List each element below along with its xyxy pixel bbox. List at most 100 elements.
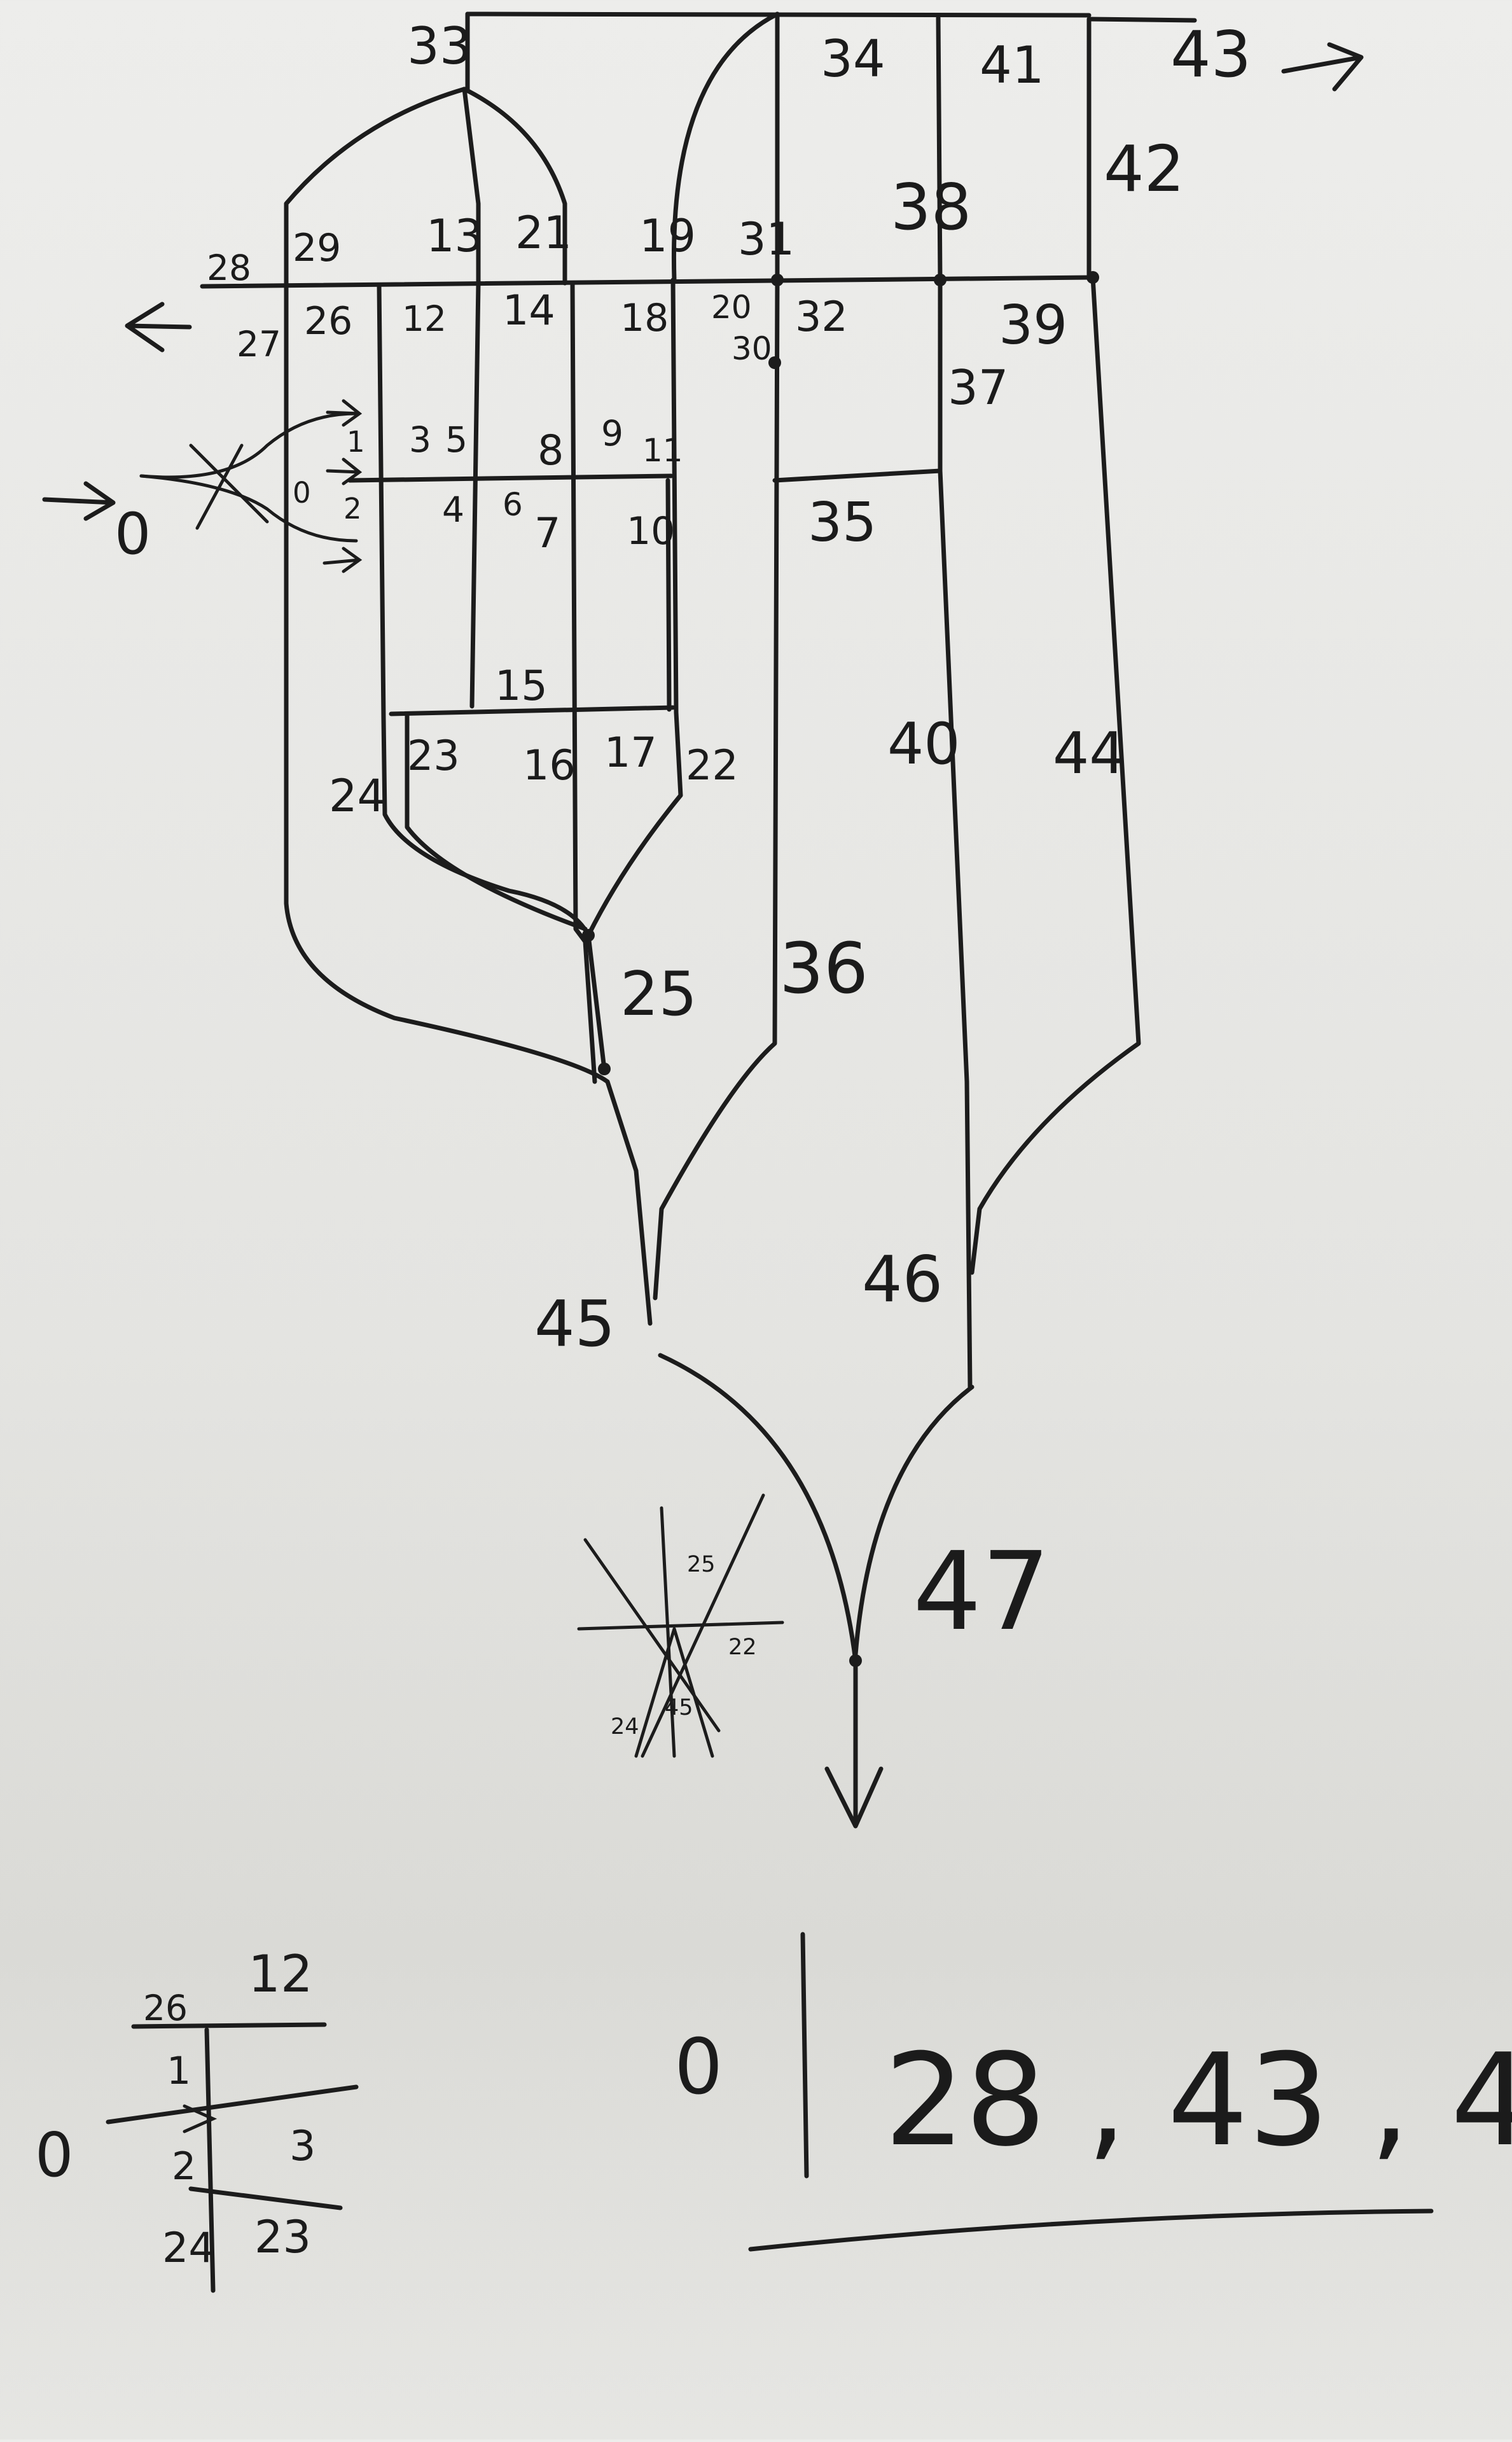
edge-26: [377, 283, 591, 938]
edge-29-dome: [284, 87, 467, 286]
arrow-in-2: [326, 457, 363, 485]
label-30: 30: [732, 330, 772, 367]
label-10a: 10: [627, 509, 675, 554]
label-38: 38: [891, 170, 971, 244]
label-18: 18: [620, 296, 669, 340]
label-15: 15: [495, 662, 548, 710]
label-11: 11: [642, 432, 683, 469]
compass-label-a: 25: [687, 1552, 716, 1577]
arrow-28-out: [125, 302, 192, 352]
formula-underline: [748, 2208, 1434, 2252]
edge-labels: 33 34 41 43 42 38 29 13 21 19 31 28 27 2…: [114, 17, 1251, 1655]
label-47: 47: [913, 1529, 1050, 1655]
inset-label-0: 0: [35, 2121, 73, 2191]
label-46: 46: [862, 1242, 943, 1316]
edge-19-arc: [671, 11, 780, 283]
edge-45-47: [658, 1353, 858, 1663]
edge-row-lower: [389, 705, 676, 716]
label-19: 19: [639, 210, 696, 262]
label-33: 33: [407, 17, 472, 76]
edge-21-dome: [462, 87, 567, 286]
label-39: 39: [999, 294, 1067, 357]
label-44: 44: [1053, 720, 1126, 787]
edge-14-col: [469, 281, 481, 709]
edge-13: [462, 87, 481, 286]
result-formula: [748, 1932, 1434, 2252]
label-22: 22: [686, 742, 739, 790]
edge-row-upper: [347, 473, 674, 483]
label-3: 3: [409, 419, 431, 460]
node-dots: [582, 271, 1099, 1667]
label-20: 20: [711, 289, 752, 326]
label-7: 7: [534, 510, 560, 557]
result-source: 0: [674, 2023, 723, 2112]
label-45: 45: [534, 1287, 615, 1361]
edge-23: [405, 713, 588, 931]
compass-label-d: 24: [611, 1714, 639, 1740]
edge-37-col: [938, 277, 973, 1390]
inset-labels: 26 12 1 3 0 2 24 23: [35, 1944, 316, 2272]
node-dot: [934, 274, 947, 286]
inset-label-3: 3: [289, 2123, 316, 2170]
label-28: 28: [207, 248, 251, 288]
edge-46-47: [853, 1385, 974, 1657]
compass-label-b: 22: [728, 1635, 757, 1660]
label-4: 4: [442, 489, 464, 530]
node-dot: [582, 929, 595, 942]
source-fanout-bottom: [139, 474, 358, 543]
label-6: 6: [503, 486, 523, 523]
label-0-small: 0: [293, 476, 311, 510]
edge-27-left: [284, 281, 653, 1326]
label-35: 35: [808, 491, 877, 554]
label-25: 25: [620, 959, 697, 1029]
inset-label-26: 26: [143, 1988, 188, 2028]
label-16: 16: [523, 742, 576, 790]
source-fanout-top: [139, 412, 358, 479]
edge-out-43: [1086, 17, 1197, 23]
result-text: 0 28 , 43 , 47: [674, 2023, 1512, 2175]
arrow-in-1: [326, 399, 363, 427]
label-32: 32: [795, 293, 848, 341]
label-14: 14: [503, 287, 555, 335]
node-dot: [598, 1063, 611, 1075]
label-2: 2: [343, 492, 362, 526]
label-24: 24: [329, 770, 385, 822]
inset-label-23: 23: [254, 2211, 311, 2263]
arrow-source-in: [42, 481, 116, 521]
edge-18-col: [570, 281, 597, 1084]
compass-label-c: 45: [665, 1695, 693, 1720]
edge-20-col: [670, 277, 683, 798]
arrow-47-out: [824, 1766, 884, 1829]
compass-doodle: [577, 1493, 784, 1758]
edge-35: [772, 468, 943, 483]
label-26: 26: [304, 299, 352, 344]
label-8: 8: [538, 427, 564, 475]
source-cross: [189, 443, 269, 530]
node-dot: [849, 1654, 862, 1667]
label-27: 27: [237, 324, 281, 365]
graph-edges: [42, 11, 1364, 1829]
edge-25: [586, 933, 607, 1071]
formula-divider: [800, 1932, 809, 2179]
edge-main-horizontal: [200, 275, 1095, 289]
label-41: 41: [980, 36, 1044, 95]
edge-39-col: [969, 275, 1141, 1275]
inset-label-2: 2: [172, 2144, 196, 2189]
node-dot: [1086, 271, 1099, 284]
label-5: 5: [445, 419, 468, 460]
edge-22: [586, 793, 683, 938]
label-34: 34: [821, 29, 885, 88]
compass-labels: 25 22 45 24: [611, 1552, 757, 1740]
inset-label-24: 24: [162, 2224, 215, 2272]
label-23: 23: [407, 732, 460, 780]
label-43: 43: [1170, 17, 1251, 92]
label-13: 13: [426, 210, 483, 262]
edge-10-col: [665, 478, 672, 712]
inset-label-1: 1: [167, 2049, 191, 2093]
node-dot: [768, 356, 781, 369]
label-37: 37: [948, 359, 1008, 415]
label-9: 9: [601, 413, 623, 454]
result-sinks: 28 , 43 , 47: [884, 2027, 1512, 2175]
